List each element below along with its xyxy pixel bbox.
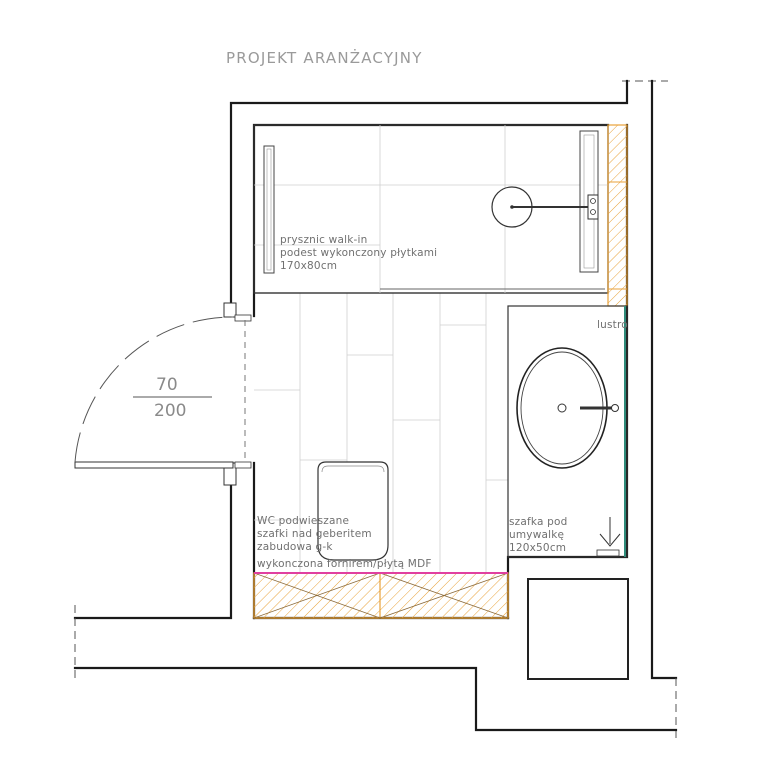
vanity-label-2: umywalkę — [509, 529, 564, 541]
vanity-area — [507, 305, 628, 558]
vanity-label-1: szafka pod — [509, 516, 568, 528]
wall-top-inner — [252, 123, 610, 318]
wall-top-outer — [229, 79, 629, 318]
floor-tiles — [254, 293, 508, 573]
linear-drain — [263, 145, 275, 274]
door-height: 200 — [154, 401, 186, 421]
hatched-wall-shower — [607, 124, 628, 307]
wc-area — [253, 461, 509, 619]
wc-label-1: WC podwieszane — [257, 515, 349, 527]
wc-label-3: zabudowa g-k — [257, 541, 333, 553]
shower-label-2: podest wykonczony płytkami — [280, 247, 437, 259]
vanity-cabinet — [507, 305, 628, 558]
door-swing-arc — [74, 316, 234, 463]
door-jamb-top — [223, 302, 237, 318]
shower-area — [253, 124, 628, 307]
vanity-label-3: 120x50cm — [509, 542, 566, 554]
wc-label-4: wykonczona fornirem/płytą MDF — [257, 558, 432, 570]
door-width: 70 — [156, 375, 178, 395]
ventilation-shaft — [527, 578, 629, 680]
wall-bottom-corridor — [73, 666, 678, 732]
door-leaf — [74, 461, 234, 469]
shower-label-1: prysznic walk-in — [280, 234, 367, 246]
wall-right-outer — [650, 79, 678, 680]
wc-boxing-hatched — [253, 572, 509, 619]
mirror-label: lustro — [597, 319, 628, 331]
shower-label-3: 170x80cm — [280, 260, 337, 272]
sink-drain — [557, 403, 567, 413]
mixer-icon — [587, 194, 599, 220]
door — [74, 302, 252, 486]
project-title: PROJEKT ARANŻACYJNY — [226, 48, 423, 67]
wc-label-2: szafki nad geberitem — [257, 528, 372, 540]
toilet-bowl — [317, 461, 389, 561]
wall-left-lower-outer — [73, 461, 233, 620]
